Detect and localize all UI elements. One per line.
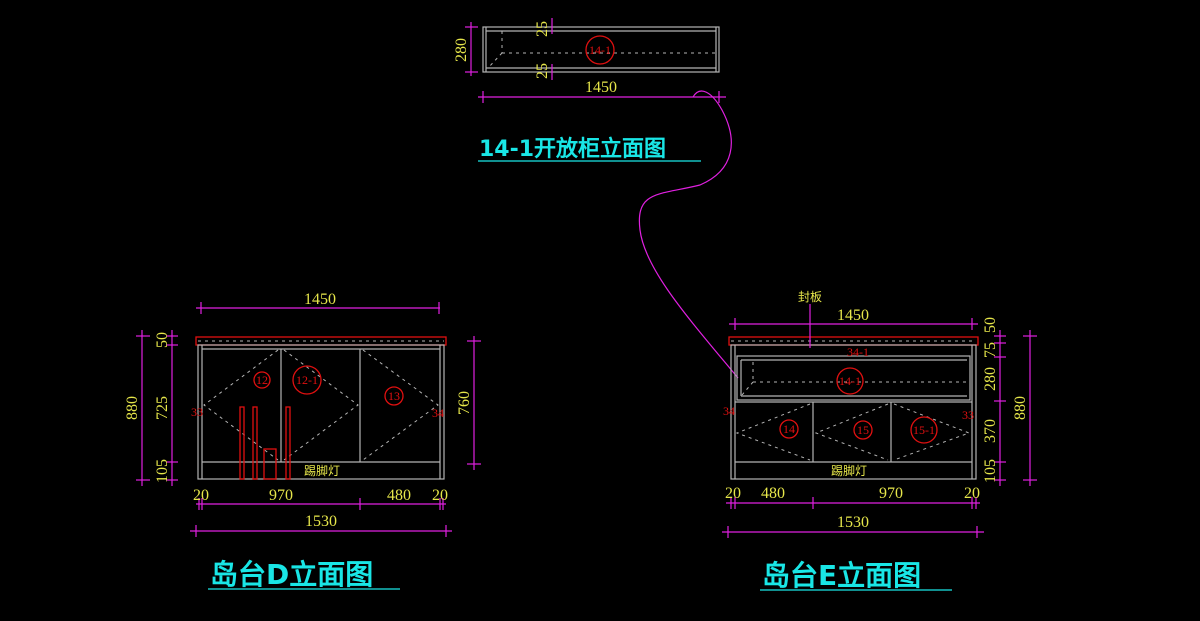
dim-bottom-20-left: 20 bbox=[193, 487, 209, 504]
dim-right-105: 105 bbox=[982, 459, 999, 483]
dim-right-760: 760 bbox=[456, 391, 473, 415]
dim-right-75: 75 bbox=[982, 342, 999, 358]
dim-bottom-20-left: 20 bbox=[725, 485, 741, 502]
tag-15: 15 bbox=[857, 423, 869, 437]
tag-circle bbox=[253, 371, 271, 389]
tag-13: 13 bbox=[388, 389, 400, 403]
cabinet-14-1-hidden-line bbox=[487, 52, 503, 69]
sealing-board-label: 封板 bbox=[798, 290, 822, 304]
tag-circle bbox=[853, 420, 873, 440]
door-swing-15 bbox=[814, 403, 889, 461]
dim-width-1450: 1450 bbox=[585, 79, 617, 96]
island-e-elevation: 34-1 14-1 14 15 15-1 34 33 踢脚灯 封板 1450 5… bbox=[722, 290, 1037, 592]
tag-34-1: 34-1 bbox=[847, 345, 869, 359]
dim-right-280: 280 bbox=[982, 367, 999, 391]
dim-top-25: 25 bbox=[534, 21, 551, 37]
dim-bottom-480: 480 bbox=[387, 487, 411, 504]
side-tag-33: 33 bbox=[191, 405, 203, 419]
dim-bottom-970: 970 bbox=[269, 487, 293, 504]
tag-12: 12 bbox=[256, 373, 268, 387]
title-14-1-open-cabinet[interactable]: 14-1开放柜立面图 bbox=[479, 136, 666, 162]
cabinet-14-1-outline bbox=[482, 26, 720, 73]
tag-15-1: 15-1 bbox=[913, 423, 935, 437]
dim-left-725: 725 bbox=[154, 396, 171, 420]
cabinet-14-1-elevation: 14-1 280 25 25 1450 14-1开放柜立面图 bbox=[453, 18, 726, 162]
dim-right-50: 50 bbox=[982, 317, 999, 333]
dim-bottom-25: 25 bbox=[534, 63, 551, 79]
leg bbox=[239, 406, 245, 480]
dim-bottom-20-right: 20 bbox=[432, 487, 448, 504]
dim-right-370: 370 bbox=[982, 419, 999, 443]
dim-bottom-1530: 1530 bbox=[837, 514, 869, 531]
leg bbox=[252, 406, 258, 480]
tag-14-1: 14-1 bbox=[589, 43, 611, 57]
dim-top-1450: 1450 bbox=[304, 291, 336, 308]
dim-left-880: 880 bbox=[124, 396, 141, 420]
tag-14-1: 14-1 bbox=[839, 374, 861, 388]
dim-bottom-20-right: 20 bbox=[964, 485, 980, 502]
tag-circle bbox=[292, 365, 322, 395]
leader-curve bbox=[638, 90, 739, 379]
side-tag-34: 34 bbox=[723, 404, 735, 418]
tag-12-1: 12-1 bbox=[296, 373, 318, 387]
dim-right-880: 880 bbox=[1012, 396, 1029, 420]
tag-14: 14 bbox=[783, 422, 795, 436]
dim-height-280: 280 bbox=[453, 38, 470, 62]
side-tag-33: 33 bbox=[962, 408, 974, 422]
kick-light-label: 踢脚灯 bbox=[304, 463, 340, 478]
open-shelf-frame bbox=[736, 355, 971, 401]
title-island-e[interactable]: 岛台E立面图 bbox=[762, 559, 921, 592]
dim-top-1450: 1450 bbox=[837, 307, 869, 324]
shelf-hidden-line bbox=[741, 381, 754, 396]
door-swing-12 bbox=[203, 349, 279, 461]
door-swing-14 bbox=[735, 403, 811, 461]
dim-left-105: 105 bbox=[154, 459, 171, 483]
dim-bottom-970: 970 bbox=[879, 485, 903, 502]
tag-circle bbox=[779, 419, 799, 439]
tag-circle bbox=[384, 386, 404, 406]
leg bbox=[285, 406, 291, 480]
dim-left-50: 50 bbox=[154, 332, 171, 348]
tag-circle bbox=[836, 367, 864, 395]
tag-circle bbox=[585, 35, 615, 65]
leg-bracket bbox=[263, 448, 277, 480]
door-swing-12-1 bbox=[283, 349, 359, 461]
island-d-elevation: 12 12-1 13 33 34 踢脚灯 1450 880 50 725 105… bbox=[124, 291, 481, 591]
door-swing-13 bbox=[362, 349, 439, 461]
kick-light-label: 踢脚灯 bbox=[831, 463, 867, 478]
carcass-outline bbox=[730, 344, 977, 480]
title-island-d[interactable]: 岛台D立面图 bbox=[210, 558, 373, 591]
dim-bottom-480: 480 bbox=[761, 485, 785, 502]
carcass-outline bbox=[197, 344, 445, 480]
side-tag-34: 34 bbox=[432, 406, 444, 420]
tag-circle bbox=[910, 416, 938, 444]
door-swing-15-1 bbox=[893, 403, 971, 461]
dim-bottom-1530: 1530 bbox=[305, 513, 337, 530]
